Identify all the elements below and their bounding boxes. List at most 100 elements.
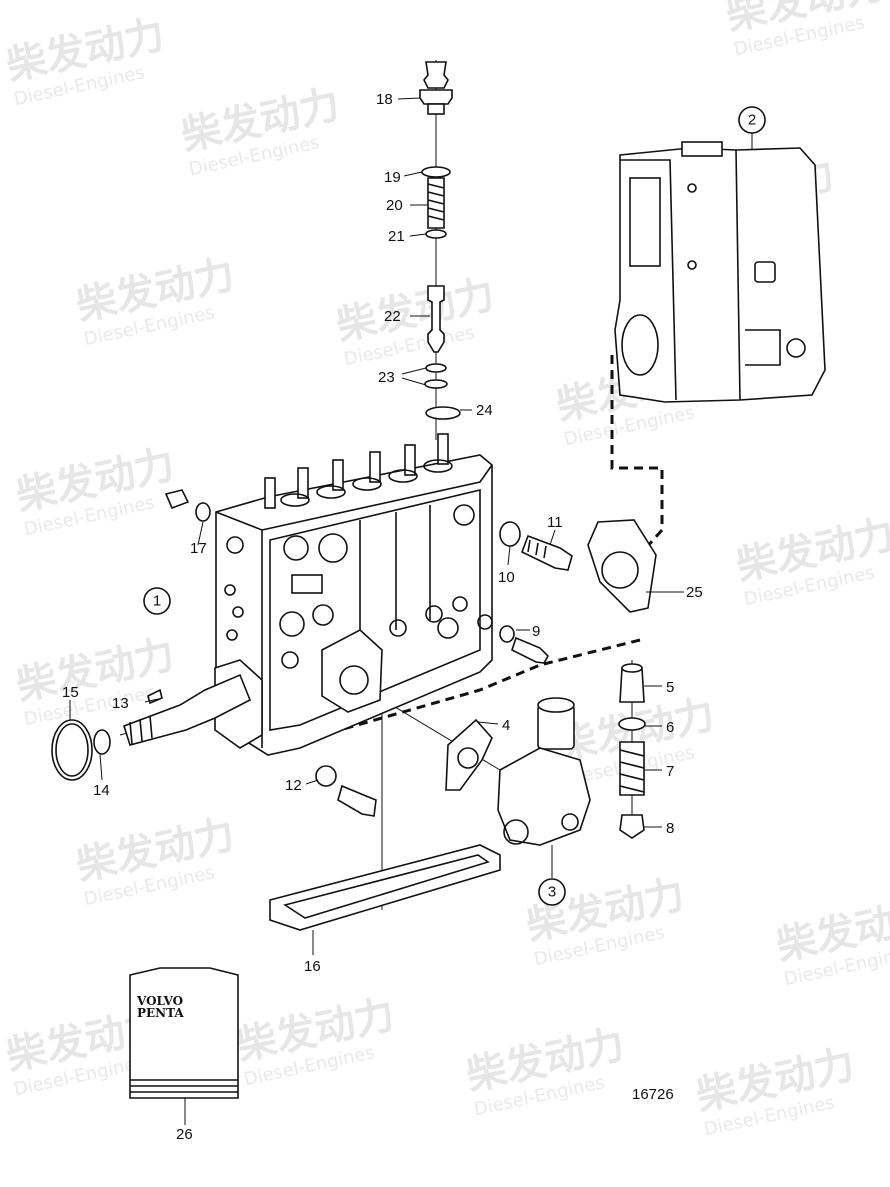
- drawing-number: 16726: [632, 1086, 674, 1103]
- part-callouts: 18 19 20 21 22 23 24 17 10 11 25 9 5 6 7…: [62, 91, 703, 1143]
- stud: [297, 467, 309, 499]
- gasket-16-inner: [283, 854, 490, 919]
- face-nameplate: [291, 574, 323, 594]
- circle-callout-1: 1: [153, 593, 161, 610]
- watermark-tile: 柴发动力 Diesel-Engines: [733, 512, 890, 611]
- stud: [404, 444, 416, 476]
- bore: [423, 459, 453, 473]
- feed-pump-flange: [321, 629, 383, 713]
- sealing-ring-24: [425, 406, 461, 420]
- bolt-17-head: [164, 489, 190, 510]
- circle-callout-3: 3: [548, 884, 556, 901]
- callout-5: 5: [666, 679, 674, 696]
- housing-bracket: [745, 329, 781, 366]
- washer-10: [499, 521, 521, 547]
- spring-coils-7: [619, 749, 645, 793]
- gasket-16-outer: [269, 844, 501, 931]
- camshaft-assembly: [51, 659, 263, 781]
- camshaft-end: [123, 673, 252, 746]
- callout-26: 26: [176, 1126, 193, 1143]
- bore: [388, 469, 418, 483]
- bore: [316, 485, 346, 499]
- stud: [369, 451, 381, 483]
- bore: [280, 493, 310, 507]
- housing-bolt: [786, 338, 806, 358]
- watermark-tile: 柴发动力 Diesel-Engines: [693, 1042, 859, 1141]
- seal-washer-19: [421, 166, 451, 178]
- bolt-12: [337, 784, 377, 817]
- callout-7: 7: [666, 763, 674, 780]
- callout-4: 4: [502, 717, 510, 734]
- housing-top-boss: [681, 141, 723, 157]
- top-studs: [264, 433, 449, 509]
- bore: [352, 477, 382, 491]
- watermark-tile: 柴发动力 Diesel-Engines: [73, 252, 239, 351]
- valve-housing-5-top: [621, 663, 643, 673]
- watermark-tile: 柴发动力 Diesel-Engines: [333, 272, 499, 371]
- leader-10: [507, 545, 511, 566]
- face-port: [312, 604, 334, 626]
- callout-22: 22: [384, 308, 401, 325]
- feed-pump-assembly: [445, 697, 591, 846]
- housing-hole: [687, 183, 697, 193]
- camshaft-thread: [129, 715, 153, 745]
- seal-ring-14: [93, 729, 111, 755]
- side-hole: [224, 584, 236, 596]
- face-port: [318, 533, 348, 563]
- o-ring-23b: [424, 379, 448, 389]
- pump-body-top-edge: [261, 464, 493, 531]
- feed-pump-body-3: [497, 747, 591, 846]
- watermark-tile: 柴发动力 Diesel-Engines: [723, 0, 889, 60]
- callout-15: 15: [62, 684, 79, 701]
- leader-21: [409, 233, 427, 237]
- manual-envelope: [129, 967, 239, 1099]
- washer-6: [618, 717, 646, 731]
- callout-6: 6: [666, 719, 674, 736]
- manual-stripes: [130, 1079, 238, 1093]
- spring-20: [427, 177, 445, 229]
- pump-guide-line: [304, 638, 641, 742]
- brand-line-penta: PENTA: [137, 1006, 184, 1020]
- flange-bore: [339, 665, 369, 695]
- leader-17: [197, 521, 204, 546]
- leader-13: [144, 698, 159, 703]
- watermark-tile: 柴发动力 Diesel-Engines: [13, 442, 179, 541]
- side-hole: [232, 606, 244, 618]
- feed-pump-plug: [561, 813, 579, 831]
- face-port: [452, 596, 468, 612]
- callout-20: 20: [386, 197, 403, 214]
- watermark-tile: 柴发动力 Diesel-Engines: [463, 1022, 629, 1121]
- washer-12: [315, 765, 337, 787]
- face-ribs: [359, 505, 431, 640]
- leader-11: [549, 529, 556, 546]
- watermark-tile: 柴发动力 Diesel-Engines: [73, 812, 239, 911]
- top-bores: [280, 459, 453, 507]
- circle-callout-2-ring: [738, 106, 766, 134]
- housing-window: [629, 177, 661, 267]
- callout-21: 21: [388, 228, 405, 245]
- leader-4: [477, 721, 499, 725]
- valve-holder-tip: [423, 61, 449, 89]
- bolt-17-group: [164, 489, 211, 522]
- leader-14: [99, 753, 103, 781]
- leader-23b: [401, 377, 427, 386]
- banjo-screw-11: [520, 534, 573, 571]
- instruction-manual-26: VOLVO PENTA: [129, 967, 239, 1099]
- stud: [264, 477, 276, 509]
- callout-23: 23: [378, 369, 395, 386]
- callout-8: 8: [666, 820, 674, 837]
- gasket-25-bore: [601, 551, 639, 589]
- housing-guide-line: [610, 355, 664, 549]
- o-ring-15: [51, 719, 93, 781]
- watermark-tile: 柴发动力 Diesel-Engines: [233, 992, 399, 1091]
- housing-stud: [754, 261, 776, 283]
- delivery-valve-22: [427, 285, 445, 353]
- spring-coils-20: [427, 183, 445, 221]
- gasket-4-bore: [457, 747, 479, 769]
- gasket-4: [445, 718, 493, 791]
- leader-12: [305, 779, 319, 785]
- housing-side-edge: [620, 159, 677, 401]
- valve-holder-neck: [427, 103, 445, 115]
- side-port: [226, 536, 244, 554]
- overflow-valve-stack: [618, 663, 646, 839]
